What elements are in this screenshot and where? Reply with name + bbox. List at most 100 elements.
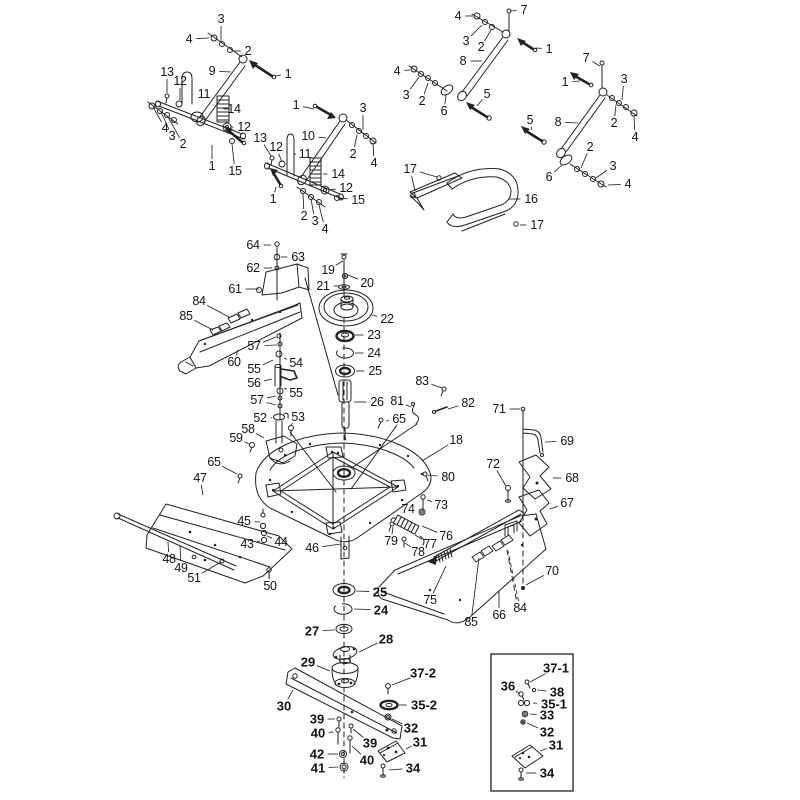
leader-line	[388, 768, 403, 771]
rear-baffle	[377, 509, 547, 624]
leader-line	[322, 629, 336, 631]
belt-cover-assembly	[177, 241, 310, 375]
leader-line	[278, 153, 283, 163]
blade-spindle-stack	[285, 583, 406, 778]
leader-line	[235, 349, 239, 356]
lift-arm-assembly-2	[264, 103, 377, 208]
leader-line	[444, 94, 447, 105]
leader-line	[264, 344, 278, 346]
leader-line	[476, 99, 483, 107]
leader-line	[267, 395, 277, 399]
hardware-inset	[490, 653, 574, 792]
leader-line	[355, 590, 370, 593]
leader-line	[266, 535, 273, 539]
leader-line	[152, 106, 162, 123]
spring-hardware-kit	[388, 494, 426, 548]
discharge-chute	[113, 503, 293, 584]
leader-line	[244, 441, 250, 445]
leader-line	[621, 85, 624, 101]
leader-line	[274, 186, 277, 193]
lift-arm-assembly-1	[147, 32, 277, 146]
idler-bracket-chain	[249, 332, 298, 465]
leader-line	[580, 153, 588, 169]
leader-line	[207, 305, 230, 318]
leader-line	[372, 142, 375, 157]
leader-line	[544, 441, 557, 443]
leader-line	[303, 106, 315, 110]
leader-line	[328, 188, 336, 191]
leader-line	[539, 748, 547, 752]
leader-line	[352, 728, 364, 738]
construction-lines	[289, 277, 418, 779]
leader-line	[426, 499, 432, 503]
leader-line	[391, 718, 403, 725]
leader-line	[432, 565, 447, 594]
lift-arm-assembly-4	[521, 60, 638, 188]
leader-line	[554, 164, 563, 173]
deck-shell	[237, 417, 432, 560]
leader-line	[529, 673, 546, 683]
leader-line	[328, 766, 339, 768]
leader-line	[339, 197, 348, 200]
leader-line	[353, 608, 371, 611]
leader-line	[431, 383, 443, 389]
leader-line	[200, 484, 204, 496]
belt-guard	[409, 168, 519, 232]
leader-line	[194, 319, 214, 331]
leader-line	[414, 534, 423, 540]
leader-line	[592, 61, 601, 67]
leader-line	[391, 677, 411, 686]
leader-line	[222, 465, 238, 475]
leader-line	[196, 37, 210, 40]
leader-line	[347, 274, 359, 280]
leader-line	[316, 665, 331, 672]
leader-line	[262, 359, 274, 366]
leader-line	[421, 444, 449, 462]
lift-arm-assembly-3	[408, 8, 538, 121]
leader-line	[231, 143, 235, 165]
leader-line	[318, 136, 327, 139]
leader-line	[290, 422, 294, 426]
leader-line	[496, 470, 507, 487]
leader-line	[409, 76, 420, 90]
right-hanger-brackets	[411, 386, 552, 590]
leader-line	[358, 642, 378, 653]
leader-line	[507, 550, 519, 602]
leader-line	[371, 314, 378, 317]
leader-line	[427, 474, 438, 477]
leader-line	[423, 82, 429, 95]
leader-line	[351, 745, 362, 755]
spindle-pulley-stack	[318, 253, 374, 439]
leader-line	[405, 404, 412, 408]
leader-line	[515, 690, 521, 695]
leader-line	[565, 121, 579, 124]
leader-line	[322, 543, 342, 548]
leader-line	[607, 183, 621, 186]
leader-line	[509, 10, 517, 12]
leader-line	[633, 115, 636, 131]
leader-line	[419, 171, 438, 178]
leader-line	[256, 540, 261, 543]
leader-line	[353, 134, 358, 148]
leader-line	[302, 193, 305, 210]
leader-line	[201, 561, 222, 574]
leader-line	[595, 169, 608, 179]
leader-line	[167, 116, 180, 139]
leader-line	[614, 104, 617, 117]
leader-line	[484, 29, 492, 42]
leader-line	[549, 505, 558, 510]
leader-line	[405, 745, 412, 750]
leader-line	[447, 405, 459, 410]
leader-line	[530, 126, 533, 131]
leader-line	[526, 722, 539, 729]
leader-line	[471, 557, 480, 616]
leader-line	[262, 336, 277, 343]
leader-line	[283, 387, 288, 390]
leader-line	[287, 689, 294, 700]
leader-line	[266, 402, 277, 406]
leader-line	[525, 575, 545, 586]
leader-line	[572, 80, 581, 82]
leader-line	[536, 689, 547, 692]
